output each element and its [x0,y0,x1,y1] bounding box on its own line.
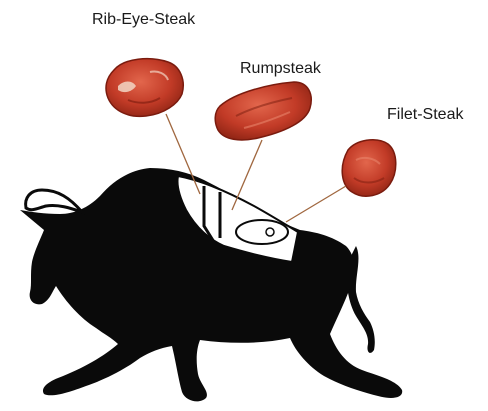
bull-horn [26,190,82,212]
rump-label: Rumpsteak [240,61,321,77]
bull-silhouette-icon [20,168,402,401]
rump-steak-piece-icon [215,82,311,140]
filet-steak-piece-icon [342,140,396,196]
filet-label: Filet-Steak [387,107,463,123]
ribeye-label: Rib-Eye-Steak [92,12,195,28]
rump-leader-line [232,140,262,210]
filet-leader-line [286,186,346,222]
ribeye-steak-piece-icon [106,59,183,117]
